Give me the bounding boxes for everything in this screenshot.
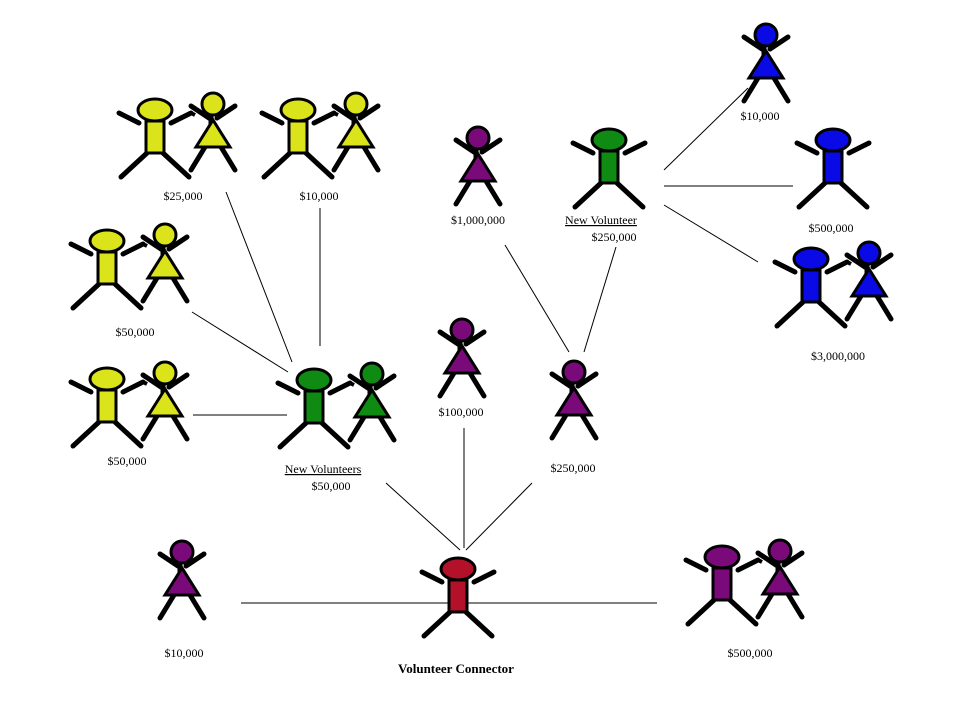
connection-line	[225, 191, 293, 363]
label-y1: $25,000	[164, 189, 203, 203]
connection-line	[583, 246, 617, 353]
label-new-volunteers-amount: $50,000	[312, 479, 351, 493]
people-figures	[68, 22, 894, 639]
couple-female-figure	[188, 91, 238, 173]
male-green-new-volunteer	[570, 127, 648, 210]
connection-line	[504, 244, 570, 353]
couple-male-figure	[116, 97, 194, 180]
label-y2: $10,000	[300, 189, 339, 203]
label-p-mid2: $250,000	[551, 461, 596, 475]
couple-male-figure	[772, 246, 850, 329]
label-new-volunteer-title: New Volunteer	[565, 213, 637, 227]
label-b-right: $500,000	[809, 221, 854, 235]
label-p-right: $500,000	[728, 646, 773, 660]
connection-line	[191, 311, 289, 373]
couple-female-figure	[140, 360, 190, 442]
couple-male-figure	[259, 97, 337, 180]
label-new-volunteer-amount: $250,000	[592, 230, 637, 244]
female-purple-100000	[437, 317, 487, 399]
label-p-mid: $100,000	[439, 405, 484, 419]
female-purple-10000	[157, 539, 207, 621]
label-y4: $50,000	[108, 454, 147, 468]
male-blue-500000	[794, 127, 872, 210]
female-purple-250000	[549, 359, 599, 441]
connection-line	[465, 482, 533, 551]
couple-male-figure	[683, 544, 761, 627]
connection-line	[663, 204, 759, 263]
couple-male-figure	[275, 367, 353, 450]
female-purple-1000000	[453, 125, 503, 207]
couple-female-figure	[140, 222, 190, 304]
couple-female-figure	[844, 240, 894, 322]
connection-lines	[191, 87, 793, 604]
connection-line	[663, 87, 749, 171]
couple-male-figure	[68, 228, 146, 311]
female-blue-10000	[741, 22, 791, 104]
couple-female-figure	[331, 91, 381, 173]
label-y3: $50,000	[116, 325, 155, 339]
label-b-top: $10,000	[741, 109, 780, 123]
center-title: Volunteer Connector	[398, 661, 514, 676]
couple-female-figure	[347, 361, 397, 443]
male-red-volunteer-connector	[419, 556, 497, 639]
connection-line	[385, 482, 461, 551]
label-new-volunteers-title: New Volunteers	[285, 462, 362, 476]
couple-male-figure	[68, 366, 146, 449]
label-b-couple: $3,000,000	[811, 349, 865, 363]
couple-female-figure	[755, 538, 805, 620]
label-p-top: $1,000,000	[451, 213, 505, 227]
label-p-left: $10,000	[165, 646, 204, 660]
